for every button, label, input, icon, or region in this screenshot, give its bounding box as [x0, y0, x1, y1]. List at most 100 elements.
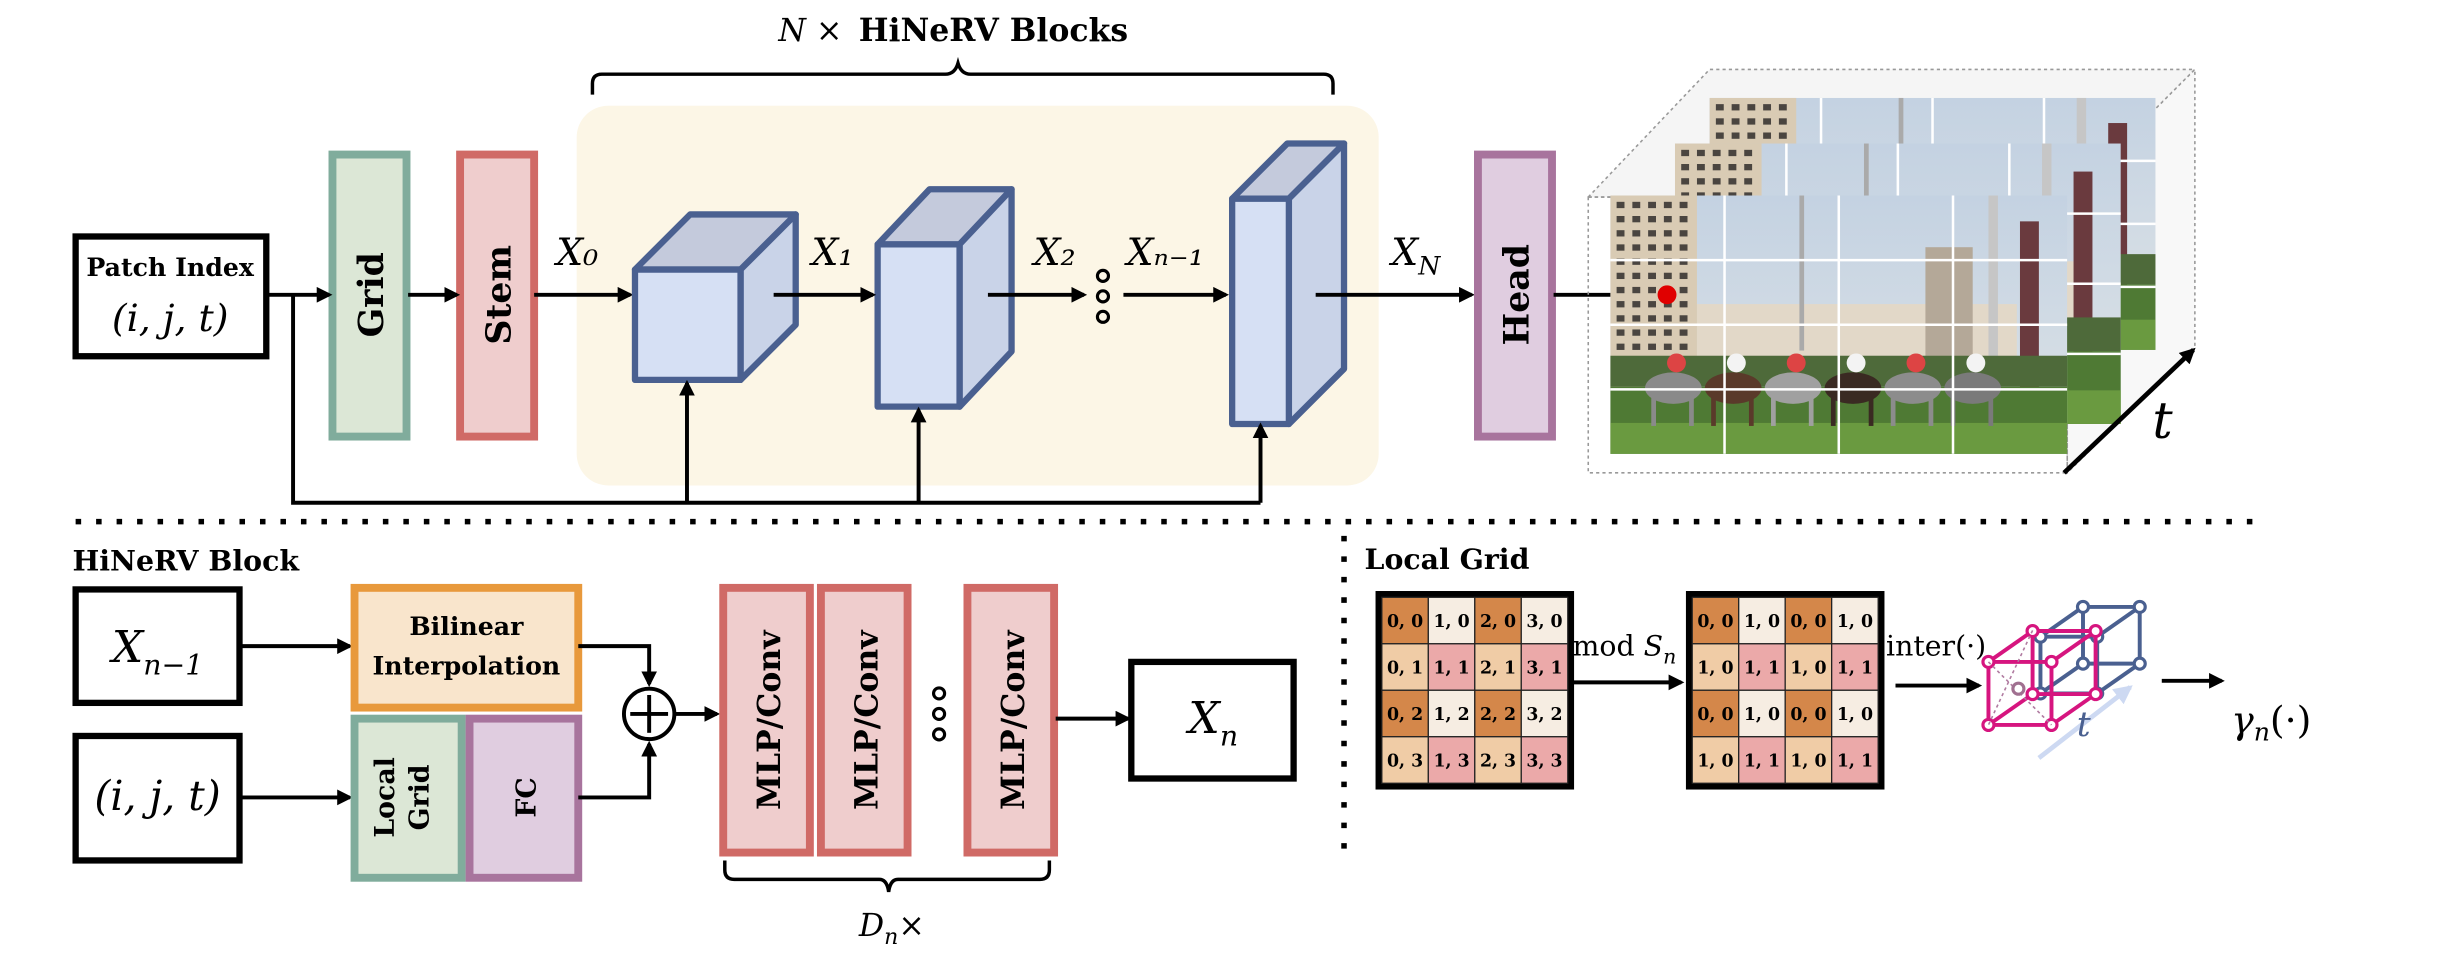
arrow-bilinear-to-sum	[578, 644, 658, 688]
svg-text:Xn: Xn	[1185, 693, 1238, 753]
mlp-repeat-brace	[723, 860, 1052, 893]
blocks-brace	[590, 56, 1335, 95]
label-x0: X₀	[553, 230, 598, 274]
ellipsis-dots-top	[1095, 268, 1111, 324]
label-xN: XN	[1388, 230, 1441, 280]
gamma-label: γn(·)	[2231, 698, 2311, 747]
arrow-fc-to-sum	[578, 740, 658, 800]
sample-point-marker	[1657, 285, 1677, 305]
grid-cell	[1520, 643, 1569, 691]
head-label: Head	[1496, 244, 1537, 345]
output-box: Xn	[1128, 658, 1297, 782]
local-grid-title: Local Grid	[1365, 542, 1530, 576]
input-coords-label: (i, j, t)	[94, 772, 220, 820]
hinerv-block-2	[874, 186, 1015, 410]
grid-cell-label: 1, 3	[1433, 751, 1469, 771]
head-layer: Head	[1474, 150, 1556, 441]
bilinear-interpolation-box: Bilinear Interpolation	[350, 583, 583, 712]
grid-cell-label: 1, 0	[1744, 705, 1780, 725]
grid-cell-label: 3, 3	[1526, 751, 1562, 771]
grid-cell	[1831, 689, 1879, 738]
grid-cell-label: 0, 2	[1387, 705, 1423, 725]
input-coords-box: (i, j, t)	[72, 732, 243, 864]
input-prev-box: Xn−1	[72, 586, 243, 707]
grid-cell-label: 2, 2	[1480, 705, 1516, 725]
grid-cell-label: 2, 1	[1480, 658, 1516, 678]
local-grid-box: Local Grid	[350, 714, 466, 882]
grid-cell	[1474, 643, 1522, 691]
grid-cell-label: 1, 1	[1744, 658, 1780, 678]
grid-cell	[1784, 736, 1833, 784]
grid-cell	[1427, 689, 1476, 738]
bilinear-line2: Interpolation	[373, 651, 561, 681]
video-volume: t	[1586, 67, 2197, 475]
mlp-conv-layer: MLP/Conv	[963, 583, 1059, 857]
hinerv-block-title: HiNeRV Block	[72, 544, 300, 578]
grid-cell-label: 0, 1	[1387, 658, 1423, 678]
fc-label: FC	[512, 777, 543, 817]
mlp-conv-label: MLP/Conv	[849, 629, 886, 810]
grid-cell-label: 1, 0	[1837, 705, 1873, 725]
skip-connection-line	[291, 294, 1261, 505]
local-grid-before: 0, 0 1, 0 2, 0 3, 0 0, 1 1, 1 2, 1 3, 1 0, 2 1, 2…	[1375, 591, 1575, 790]
grid-cell	[1738, 736, 1786, 784]
grid-cell-label: 1, 0	[1433, 612, 1469, 632]
grid-cell-label: 2, 0	[1480, 612, 1516, 632]
grid-cell-label: 1, 1	[1744, 751, 1780, 771]
grid-cell	[1784, 596, 1833, 645]
grid-cell-label: 0, 0	[1790, 705, 1826, 725]
grid-cell-label: 1, 0	[1697, 751, 1733, 771]
t-axis-arrow	[2062, 347, 2196, 475]
grid-cell	[1784, 689, 1833, 738]
local-grid-after: 0, 0 1, 0 0, 0 1, 0 1, 0 1, 1 1, 0 1, 1 0, 0 1, 0…	[1685, 591, 1885, 790]
blocks-brace-label: N × HiNeRV Blocks	[777, 12, 1128, 49]
mod-label: mod Sn	[1572, 630, 1676, 669]
t-axis-label: t	[2152, 391, 2173, 450]
grid-cell	[1520, 689, 1569, 738]
stem-layer: Stem	[456, 150, 539, 441]
bilinear-line1: Bilinear	[409, 611, 524, 641]
grid-layer: Grid	[328, 150, 411, 441]
grid-cell-label: 3, 1	[1526, 658, 1562, 678]
patch-index-box: Patch Index (i, j, t)	[72, 233, 270, 360]
hinerv-block-N	[1229, 140, 1348, 428]
patch-index-title: Patch Index	[86, 252, 254, 282]
ellipsis-dots-block	[931, 686, 947, 742]
grid-cell	[1831, 736, 1879, 784]
mlp-conv-layer: MLP/Conv	[816, 583, 912, 857]
video-frame-3	[1610, 195, 2068, 454]
label-x2: X₂	[1031, 230, 1076, 274]
inter-label: inter(·)	[1886, 630, 1986, 663]
grid-cell-label: 1, 0	[1697, 658, 1733, 678]
grid-cell	[1381, 689, 1429, 738]
label-x1: X₁	[808, 230, 853, 274]
inter-t-label: t	[2077, 705, 2091, 745]
grid-cell	[1474, 689, 1522, 738]
grid-cell	[1691, 689, 1740, 738]
patch-index-value: (i, j, t)	[112, 296, 229, 340]
grid-cell-label: 0, 0	[1790, 612, 1826, 632]
interpolation-cubes: t	[1981, 599, 2147, 760]
grid-cell-label: 3, 0	[1526, 612, 1562, 632]
mlp-conv-label: MLP/Conv	[995, 629, 1032, 810]
grid-cell-label: 1, 0	[1790, 658, 1826, 678]
mlp-conv-label: MLP/Conv	[751, 629, 788, 810]
mlp-repeat-label: Dn×	[858, 908, 925, 950]
grid-cell-label: 1, 0	[1837, 612, 1873, 632]
stem-label: Stem	[479, 245, 520, 345]
local-grid-line1: Local	[370, 757, 401, 837]
grid-cell-label: 1, 2	[1433, 705, 1469, 725]
grid-cell	[1831, 596, 1879, 645]
grid-cell-label: 1, 1	[1837, 658, 1873, 678]
grid-cell-label: 1, 1	[1837, 751, 1873, 771]
grid-cell-label: 0, 0	[1387, 612, 1423, 632]
fc-box: FC	[465, 714, 583, 882]
grid-cell-label: 2, 3	[1480, 751, 1516, 771]
grid-cell-label: 1, 1	[1433, 658, 1469, 678]
grid-cell	[1831, 643, 1879, 691]
grid-cell-label: 0, 0	[1697, 705, 1733, 725]
grid-cell	[1520, 596, 1569, 645]
grid-cell-label: 1, 0	[1790, 751, 1826, 771]
local-grid-line2: Grid	[405, 764, 436, 830]
